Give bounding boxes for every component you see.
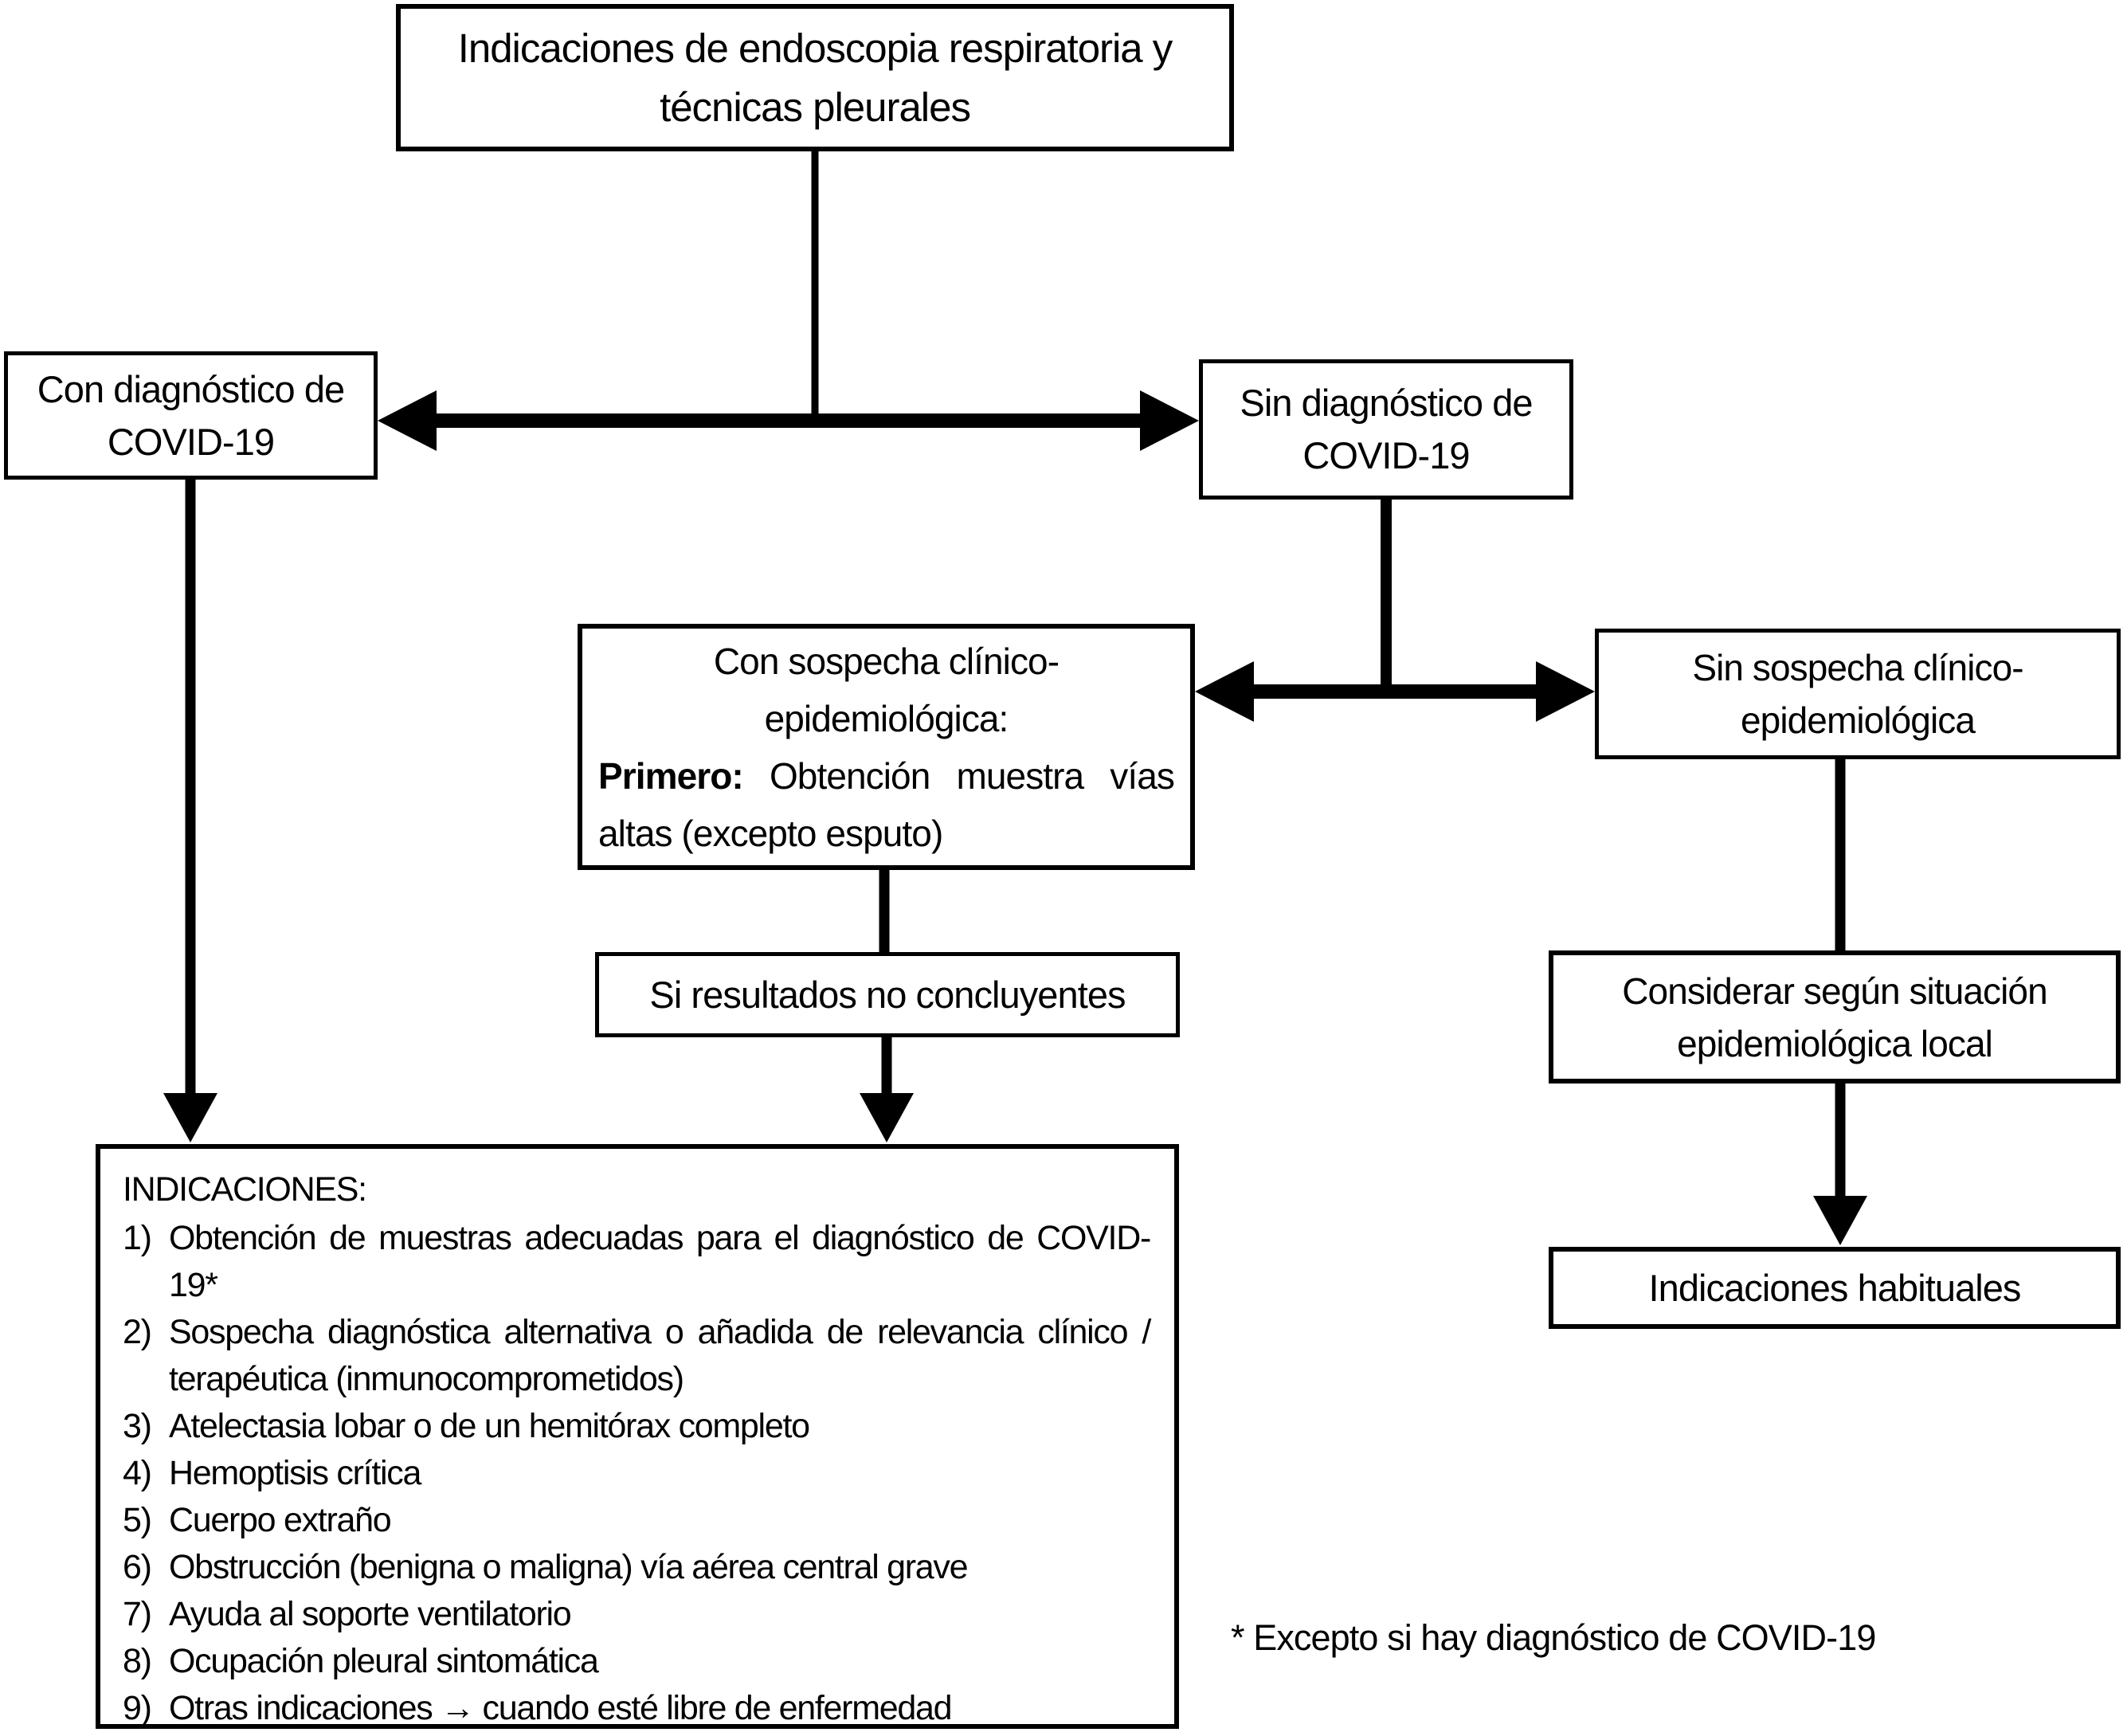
list-item: 6) Obstrucción (benigna o maligna) vía a… (123, 1544, 1155, 1591)
sin-sospecha-label: Sin sospecha clínico-epidemiológica (1692, 647, 2023, 741)
list-item: 9) Otras indicaciones → cuando esté libr… (123, 1685, 1155, 1732)
arrowhead-down-icon (1813, 1196, 1867, 1245)
list-item-number: 8) (123, 1642, 152, 1680)
sin-sospecha-box: Sin sospecha clínico-epidemiológica (1595, 629, 2121, 759)
arrowhead-right-icon (1140, 390, 1199, 451)
list-item-number: 6) (123, 1548, 152, 1586)
arrowhead-right-icon (1536, 661, 1595, 722)
list-item: 4) Hemoptisis crítica (123, 1450, 1155, 1497)
list-item-text: Obstrucción (benigna o maligna) vía aére… (169, 1548, 969, 1586)
list-item-number: 2) (123, 1313, 152, 1351)
list-item-number: 7) (123, 1595, 152, 1633)
list-item-text: Ocupación pleural sintomática (169, 1642, 599, 1680)
list-item-text: Ayuda al soporte ventilatorio (169, 1595, 572, 1633)
title-box: Indicaciones de endoscopia respiratoria … (396, 4, 1234, 151)
con-sospecha-box: Con sospecha clínico-epidemiológica: Pri… (578, 624, 1195, 870)
list-item-text: Atelectasia lobar o de un hemitórax comp… (169, 1407, 810, 1445)
list-item: 7) Ayuda al soporte ventilatorio (123, 1591, 1155, 1638)
con-diagnostico-label: Con diagnóstico de COVID-19 (37, 367, 345, 463)
list-item-number: 1) (123, 1219, 152, 1257)
considerar-box: Considerar según situación epidemiológic… (1549, 950, 2121, 1084)
arrowhead-left-icon (378, 390, 437, 451)
list-item-number: 3) (123, 1407, 152, 1445)
sin-diagnostico-label: Sin diagnóstico de COVID-19 (1240, 382, 1533, 476)
con-sospecha-title: Con sospecha clínico-epidemiológica: (713, 640, 1060, 739)
title-box-label: Indicaciones de endoscopia respiratoria … (457, 25, 1173, 130)
con-diagnostico-box: Con diagnóstico de COVID-19 (4, 351, 378, 480)
footnote: * Excepto si hay diagnóstico de COVID-19 (1231, 1617, 1876, 1658)
list-item: 1) Obtención de muestras adecuadas para … (123, 1215, 1155, 1309)
indicaciones-habituales-label: Indicaciones habituales (1648, 1266, 2022, 1309)
list-item: 8) Ocupación pleural sintomática (123, 1638, 1155, 1685)
arrowhead-left-icon (1195, 661, 1254, 722)
con-sospecha-bold-label: Primero: (598, 754, 744, 797)
list-item-number: 4) (123, 1454, 152, 1492)
list-item-number: 9) (123, 1689, 152, 1727)
sin-diagnostico-box: Sin diagnóstico de COVID-19 (1199, 359, 1573, 500)
list-item: 2) Sospecha diagnóstica alternativa o añ… (123, 1309, 1155, 1403)
si-resultados-box: Si resultados no concluyentes (595, 952, 1180, 1037)
indicaciones-heading: INDICACIONES: (123, 1170, 367, 1209)
list-item-text: Cuerpo extraño (169, 1501, 392, 1539)
arrowhead-down-icon (860, 1093, 914, 1142)
list-item-number: 5) (123, 1501, 152, 1539)
indicaciones-habituales-box: Indicaciones habituales (1549, 1247, 2121, 1329)
indicaciones-box: INDICACIONES: 1) Obtención de muestras a… (96, 1144, 1179, 1729)
si-resultados-label: Si resultados no concluyentes (649, 973, 1126, 1016)
con-sospecha-body: Primero: Obtención muestra vías altas (e… (598, 747, 1175, 862)
con-sospecha-text: Obtención muestra vías altas (excepto es… (598, 754, 1175, 854)
considerar-label: Considerar según situación epidemiológic… (1622, 970, 2047, 1064)
list-item-text: Sospecha diagnóstica alternativa o añadi… (169, 1313, 1151, 1398)
list-item: 3) Atelectasia lobar o de un hemitórax c… (123, 1403, 1155, 1450)
list-item: 5) Cuerpo extraño (123, 1497, 1155, 1544)
list-item-text: Otras indicaciones → cuando esté libre d… (169, 1689, 953, 1727)
list-item-text: Hemoptisis crítica (169, 1454, 421, 1492)
list-item-text: Obtención de muestras adecuadas para el … (169, 1219, 1151, 1304)
arrowhead-down-icon (163, 1093, 217, 1142)
